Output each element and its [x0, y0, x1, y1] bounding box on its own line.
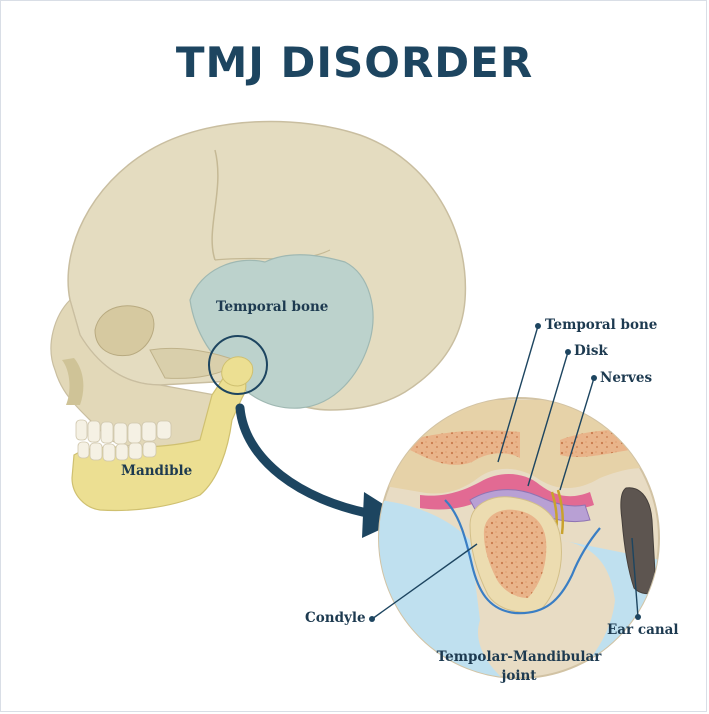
label-temporal-bone-skull: Temporal bone [216, 299, 328, 315]
label-temporal-bone-detail: Temporal bone [545, 317, 657, 333]
label-disk: Disk [574, 343, 608, 359]
label-condyle: Condyle [305, 610, 366, 626]
label-ear-canal: Ear canal [607, 622, 679, 638]
label-joint-line2: joint [414, 668, 624, 684]
label-nerves: Nerves [600, 370, 652, 386]
joint-detail-view [379, 398, 660, 690]
label-mandible: Mandible [121, 463, 192, 479]
label-joint-line1: Tempolar-Mandibular [414, 649, 624, 665]
